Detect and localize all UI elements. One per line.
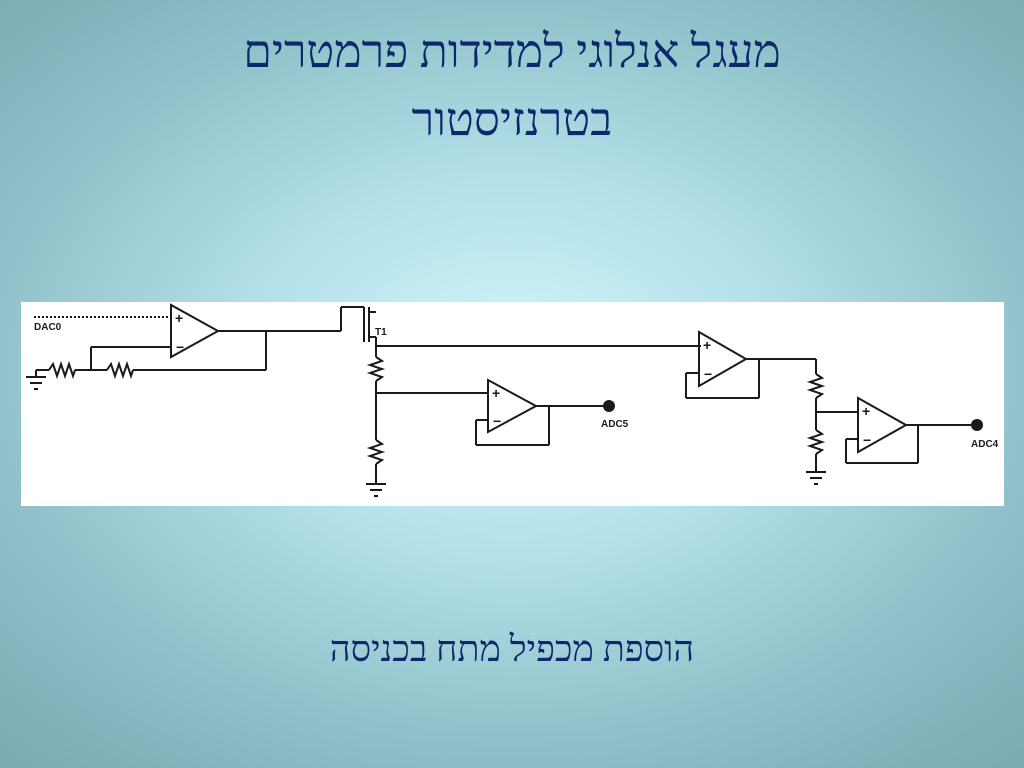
dac-label: DAC0 bbox=[34, 322, 62, 333]
slide-caption: הוספת מכפיל מתח בכניסה bbox=[329, 629, 695, 669]
opamp-4 bbox=[857, 396, 909, 454]
resistor-r1 bbox=[48, 360, 76, 380]
opamp-1 bbox=[170, 303, 221, 359]
adc5-terminal bbox=[603, 400, 615, 412]
adc4-label: ADC4 bbox=[971, 439, 999, 450]
resistor-r4 bbox=[366, 439, 386, 465]
resistor-r5 bbox=[806, 373, 826, 399]
svg-text:−: − bbox=[704, 366, 712, 382]
resistor-r6 bbox=[806, 429, 826, 455]
svg-text:+: + bbox=[862, 403, 870, 419]
resistor-r3 bbox=[366, 356, 386, 382]
svg-text:+: + bbox=[492, 385, 500, 401]
adc4-terminal bbox=[971, 419, 983, 431]
slide-title: מעגל אנלוגי למדידות פרמטרים בטרנזיסטור bbox=[0, 18, 1024, 154]
opamp-2 bbox=[487, 378, 539, 434]
svg-text:−: − bbox=[493, 413, 501, 429]
svg-text:+: + bbox=[703, 337, 711, 353]
circuit-schematic: + − + − + − + − DAC0 T1 ADC5 ADC4 bbox=[26, 303, 999, 497]
title-line-2: בטרנזיסטור bbox=[411, 94, 613, 145]
svg-text:−: − bbox=[176, 339, 184, 355]
svg-text:−: − bbox=[863, 432, 871, 448]
resistor-r2 bbox=[106, 360, 134, 380]
svg-text:+: + bbox=[175, 310, 183, 326]
title-line-1: מעגל אנלוגי למדידות פרמטרים bbox=[243, 26, 781, 77]
adc5-label: ADC5 bbox=[601, 419, 629, 430]
opamp-3 bbox=[698, 330, 749, 388]
transistor-label: T1 bbox=[375, 327, 387, 338]
circuit-diagram-panel: + − + − + − + − DAC0 T1 ADC5 ADC4 bbox=[21, 302, 1004, 506]
